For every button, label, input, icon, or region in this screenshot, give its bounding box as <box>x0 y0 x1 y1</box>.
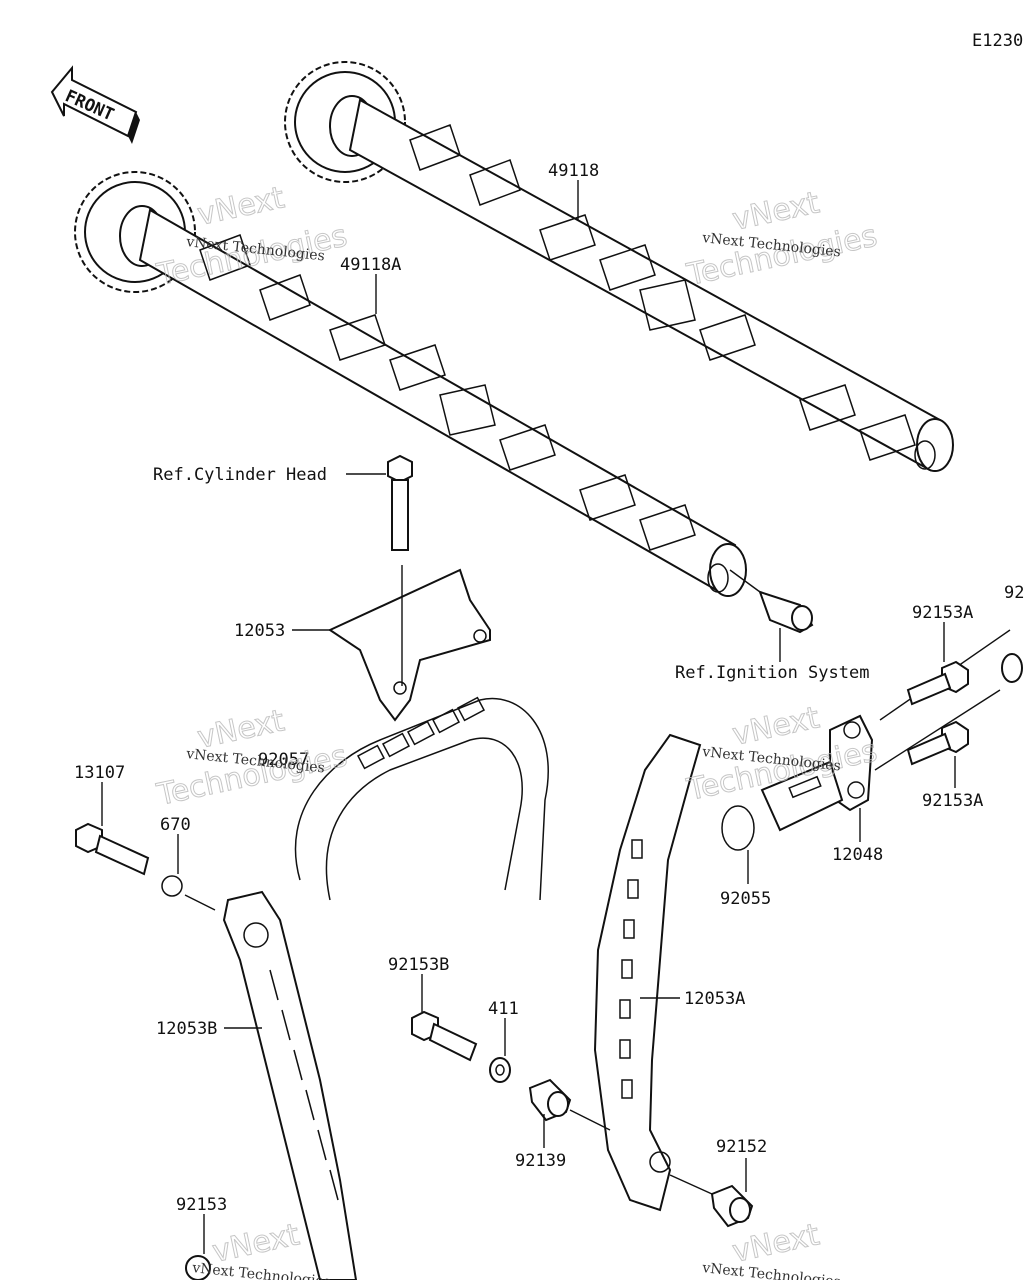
page-code: E1230 <box>972 31 1023 51</box>
oring-92055-icon <box>721 805 755 851</box>
label-ref-ignition-system: Ref.Ignition System <box>675 663 869 683</box>
leader-92152-axis <box>669 1174 713 1195</box>
label-92153A-bottom: 92153A <box>922 791 983 811</box>
watermark-brand: vNext Technologies <box>191 1260 332 1280</box>
watermark-big-top: vNext <box>729 1217 822 1270</box>
label-12053A: 12053A <box>684 989 745 1009</box>
chain-guide-left-icon <box>222 890 358 1280</box>
label-13107: 13107 <box>74 763 125 783</box>
timing-chain-icon <box>294 696 549 901</box>
cylinder-head-bolt-icon <box>387 454 413 551</box>
camshaft-exhaust <box>284 61 954 472</box>
watermark-brand: vNext Technologies <box>701 1260 842 1280</box>
tensioner-bolt-bottom-icon <box>906 720 969 766</box>
watermark-big-top: vNext <box>729 185 822 238</box>
watermark-big-top: vNext <box>194 180 287 233</box>
leader-92139-axis <box>569 1109 611 1131</box>
label-49118: 49118 <box>548 161 599 181</box>
label-92055: 92055 <box>720 889 771 909</box>
chain-guide-right-icon <box>593 733 702 1212</box>
label-12053: 12053 <box>234 621 285 641</box>
collar-92152-icon <box>710 1184 754 1228</box>
label-92153B: 92153B <box>388 955 449 975</box>
chain-tensioner-icon <box>760 714 874 832</box>
pivot-bolt-icon <box>75 822 150 876</box>
label-92152: 92152 <box>716 1137 767 1157</box>
bolt-92153-icon <box>185 1255 211 1280</box>
label-12048: 12048 <box>832 845 883 865</box>
front-arrow-icon: FRONT <box>50 65 140 144</box>
label-cut-off: 92 <box>1004 583 1024 603</box>
watermark-big-top: vNext <box>209 1217 302 1270</box>
leader-670-axis <box>184 894 216 911</box>
collar-92139-icon <box>528 1078 572 1122</box>
camshaft-intake <box>74 171 747 597</box>
label-92153: 92153 <box>176 1195 227 1215</box>
watermark-big-top: vNext <box>729 700 822 753</box>
label-ref-cylinder-head: Ref.Cylinder Head <box>153 465 327 485</box>
ignition-collar-icon <box>729 569 814 634</box>
label-92057: 92057 <box>258 750 309 770</box>
watermark-big-bottom: Technologies <box>683 219 880 294</box>
tensioner-bolt-top-icon <box>906 660 969 706</box>
oring-670-icon <box>161 875 183 897</box>
label-411: 411 <box>488 999 519 1019</box>
label-92153A-top: 92153A <box>912 603 973 623</box>
label-49118A: 49118A <box>340 255 401 275</box>
bolt-92153B-icon <box>411 1010 478 1062</box>
label-92139: 92139 <box>515 1151 566 1171</box>
label-670: 670 <box>160 815 191 835</box>
label-12053B: 12053B <box>156 1019 217 1039</box>
washer-411-icon <box>489 1057 511 1083</box>
chain-guide-upper-icon <box>327 565 491 722</box>
